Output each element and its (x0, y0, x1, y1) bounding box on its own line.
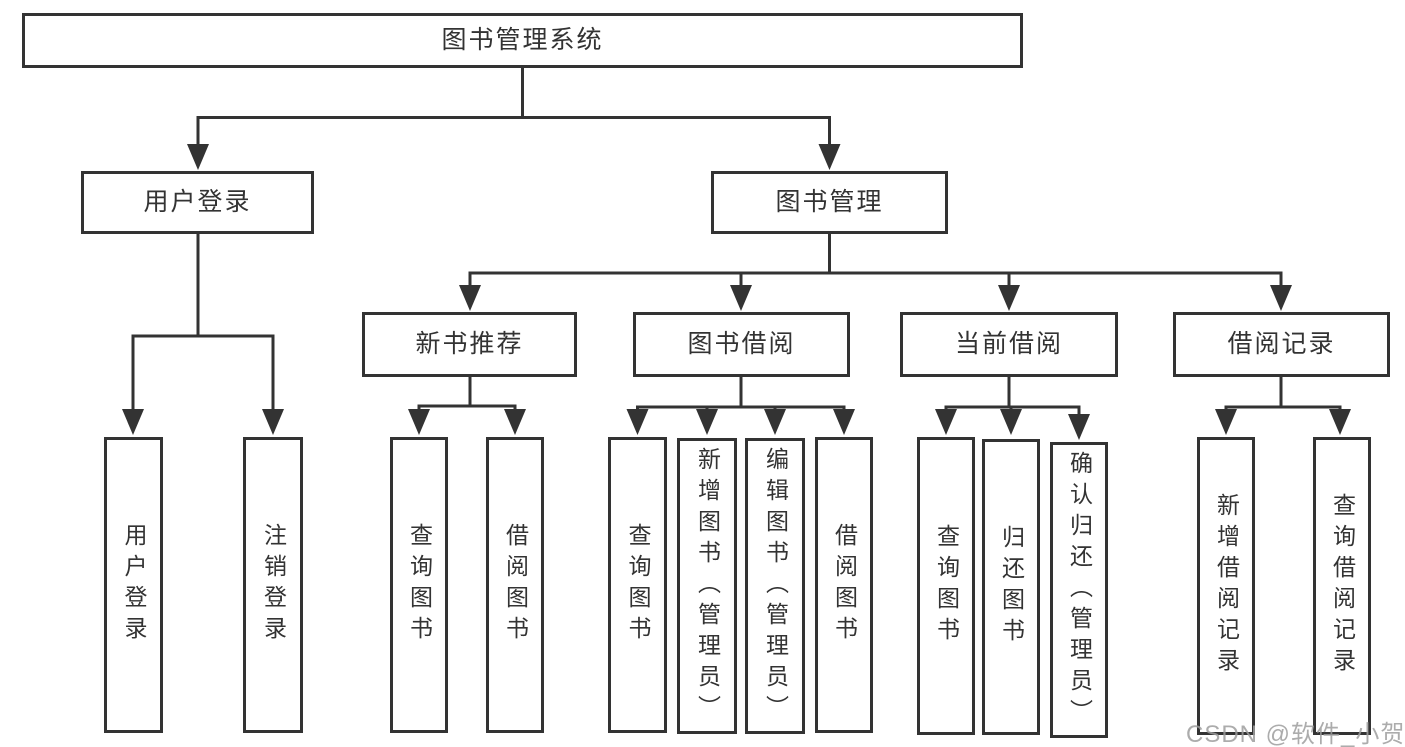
leaf-nbr-query-books-label: 查询图书 (406, 523, 433, 647)
node-book-mgmt-label: 图书管理 (775, 188, 884, 216)
leaf-bb-borrow-books: 借阅图书 (815, 437, 873, 733)
leaf-bb-add-books-admin: 新增图书（管理员） (677, 438, 737, 734)
node-book-borrowing: 图书借阅 (633, 312, 850, 377)
node-new-book-rec: 新书推荐 (362, 312, 577, 377)
node-new-book-rec-label: 新书推荐 (415, 330, 524, 358)
leaf-br-add-record-label: 新增借阅记录 (1213, 493, 1240, 679)
leaf-cb-query-books-label: 查询图书 (933, 524, 960, 648)
node-root: 图书管理系统 (22, 13, 1023, 68)
node-user-login: 用户登录 (81, 171, 314, 234)
leaf-bb-query-books: 查询图书 (608, 437, 667, 733)
csdn-watermark: CSDN @软件_小贺同学 (1186, 721, 1405, 747)
leaf-nbr-query-books: 查询图书 (390, 437, 448, 733)
leaf-cb-confirm-return-admin: 确认归还（管理员） (1050, 442, 1108, 738)
leaf-cb-query-books: 查询图书 (917, 437, 975, 735)
leaf-bb-query-books-label: 查询图书 (625, 523, 651, 647)
leaf-logout: 注销登录 (243, 437, 303, 733)
leaf-nbr-borrow-books-label: 借阅图书 (502, 523, 529, 647)
leaf-br-query-record-label: 查询借阅记录 (1329, 493, 1356, 679)
leaf-cb-return-books-label: 归还图书 (998, 525, 1025, 649)
node-borrow-records: 借阅记录 (1173, 312, 1390, 377)
leaf-bb-edit-books-admin-label: 编辑图书（管理员） (762, 446, 789, 726)
node-user-login-label: 用户登录 (143, 188, 252, 216)
node-book-mgmt: 图书管理 (711, 171, 948, 234)
leaf-cb-confirm-return-admin-label: 确认归还（管理员） (1066, 450, 1093, 730)
node-borrow-records-label: 借阅记录 (1227, 330, 1336, 358)
node-current-borrowing-label: 当前借阅 (954, 330, 1063, 358)
leaf-user-login-label: 用户登录 (121, 523, 147, 647)
leaf-bb-add-books-admin-label: 新增图书（管理员） (694, 446, 721, 726)
leaf-nbr-borrow-books: 借阅图书 (486, 437, 544, 733)
node-current-borrowing: 当前借阅 (900, 312, 1118, 377)
node-book-borrowing-label: 图书借阅 (687, 330, 796, 358)
leaf-bb-edit-books-admin: 编辑图书（管理员） (745, 438, 805, 734)
node-root-label: 图书管理系统 (441, 26, 604, 54)
leaf-logout-label: 注销登录 (260, 523, 287, 647)
leaf-cb-return-books: 归还图书 (982, 439, 1040, 735)
leaf-br-query-record: 查询借阅记录 (1313, 437, 1371, 735)
leaf-user-login: 用户登录 (104, 437, 163, 733)
leaf-bb-borrow-books-label: 借阅图书 (831, 523, 858, 647)
leaf-br-add-record: 新增借阅记录 (1197, 437, 1255, 735)
